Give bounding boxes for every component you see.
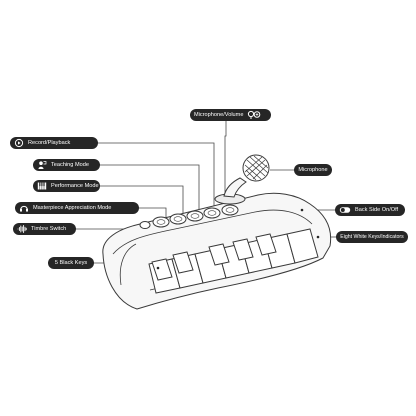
microphone — [214, 154, 270, 205]
label-microphone-volume: Microphone/Volume — [190, 109, 271, 121]
piano-keys-icon — [37, 182, 47, 190]
record-playback-label: Record/Playback — [28, 140, 71, 146]
body-contour — [112, 209, 313, 255]
black-key-1 — [151, 258, 173, 281]
sound-wave-icon — [17, 225, 27, 233]
teaching-mode-button — [186, 210, 204, 222]
label-five-black-keys: 5 Black Keys — [48, 257, 94, 269]
label-microphone: Microphone — [294, 164, 332, 176]
mic-grille — [244, 155, 269, 181]
black-key-5 — [255, 233, 277, 256]
function-buttons — [139, 204, 239, 229]
leader-endpoints — [156, 208, 320, 270]
toggle-switch-icon — [339, 207, 351, 213]
headphones-icon — [20, 205, 28, 212]
five-black-keys-label: 5 Black Keys — [54, 260, 88, 266]
microphone-label: Microphone — [298, 167, 328, 173]
microphone-volume-icon — [248, 110, 261, 119]
teaching-mode-label: Teaching Mode — [51, 162, 89, 168]
leader-masterpiece-mode — [139, 207, 167, 219]
timbre-switch-label: Timbre Switch — [31, 226, 67, 232]
performance-mode-button — [169, 213, 187, 225]
label-back-side-on-off: Back Side On/Off — [335, 204, 405, 216]
teaching-mode-icon — [38, 161, 47, 169]
leader-teaching-mode — [100, 164, 200, 213]
masterpiece-appreciation-mode-label: Masterpiece Appreciation Mode — [33, 205, 112, 211]
black-key-4 — [232, 238, 254, 261]
label-masterpiece-appreciation-mode: Masterpiece Appreciation Mode — [15, 202, 139, 214]
record-playback-icon — [14, 138, 24, 148]
eight-white-keys-label: Eight White Keys/Indicators — [340, 234, 404, 240]
back-side-on-off-label: Back Side On/Off — [355, 207, 399, 213]
black-key-3 — [208, 243, 230, 266]
mic-neck — [223, 177, 247, 198]
microphone-volume-button — [221, 204, 239, 216]
label-eight-white-keys: Eight White Keys/Indicators — [336, 231, 408, 243]
white-key-7 — [286, 228, 319, 264]
label-teaching-mode: Teaching Mode — [33, 159, 100, 171]
microphone-volume-label: Microphone/Volume — [194, 112, 244, 118]
leader-performance-mode — [100, 185, 184, 216]
label-timbre-switch: Timbre Switch — [13, 223, 76, 235]
record-playback-button — [203, 207, 221, 219]
black-keys — [151, 233, 277, 281]
leader-record-playback — [98, 142, 215, 210]
label-performance-mode: Performance Mode — [33, 180, 100, 192]
label-record-playback: Record/Playback — [10, 137, 98, 149]
front-contour — [119, 243, 137, 286]
leader-microphone-volume — [224, 121, 227, 204]
black-key-2 — [172, 251, 194, 274]
timbre-switch-button — [139, 221, 151, 229]
masterpiece-mode-button — [152, 216, 170, 228]
performance-mode-label: Performance Mode — [51, 183, 99, 189]
